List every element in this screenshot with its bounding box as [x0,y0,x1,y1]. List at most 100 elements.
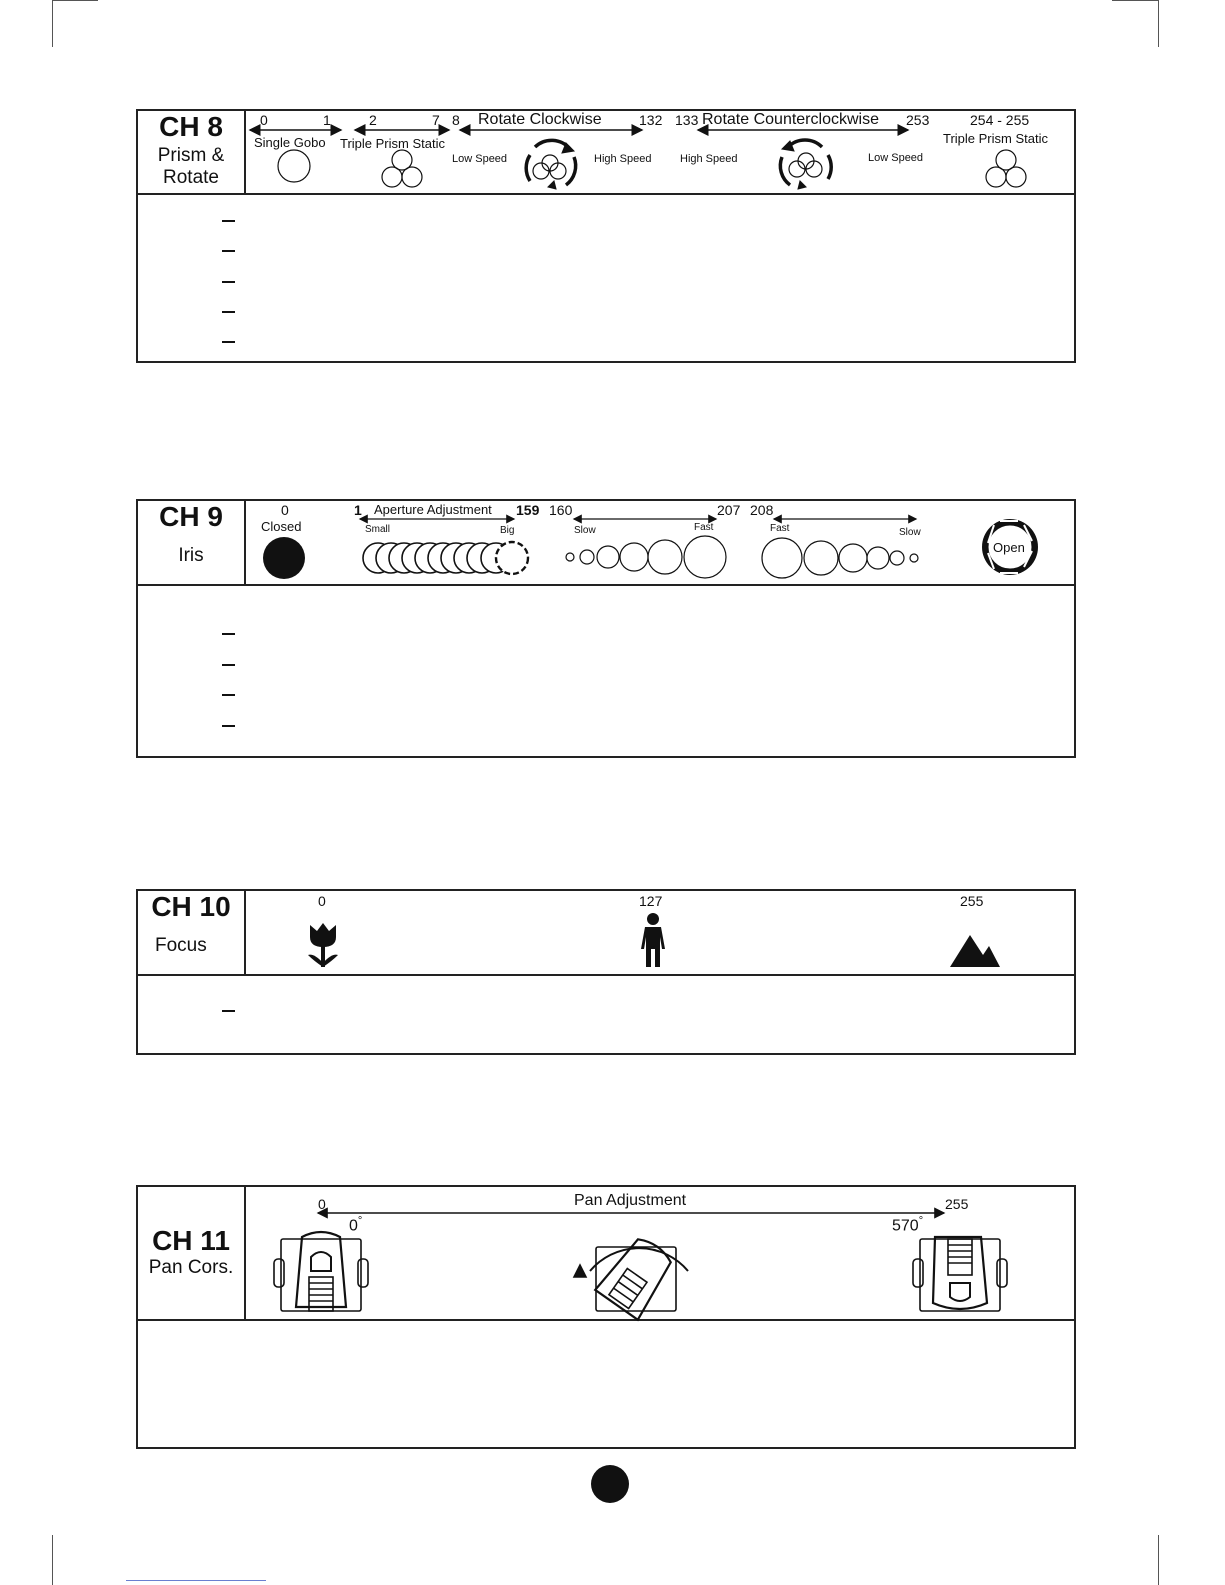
ch9-channel-title: CH 9 [159,501,223,532]
ch8-triple-static-label-1: Triple Prism Static [340,136,445,151]
ch9-open-iris-icon [982,519,1038,575]
crop-mark-bottom-right-v [1158,1535,1159,1585]
ch9-pulse-slow-fast-circles [565,535,727,579]
crop-mark-bottom-left-v [52,1535,53,1585]
crop-mark-top-right-h [1112,0,1158,1]
ch9-entry-dash-3 [222,694,235,696]
crop-mark-top-left-v [52,0,53,47]
ch8-entry-dash-2 [222,250,235,252]
ch10-value-127: 127 [639,893,663,909]
ch11-value-255: 255 [945,1196,969,1212]
ch11-value-0: 0 [318,1196,326,1212]
ch10-label-cell: CH 10 Focus [138,891,246,974]
ch10-header-row: CH 10 Focus 0 127 255 [138,891,1074,976]
ch8-value-1: 1 [323,112,331,128]
ch8-value-2: 2 [369,112,377,128]
ch8-value-8: 8 [452,112,460,128]
person-icon [641,913,665,967]
ch11-channel-title: CH 11 [152,1225,230,1256]
ch8-triple-prism-icon-1 [381,149,423,188]
ch9-small-label: Small [365,524,391,535]
ch11-degree-start: 0° [349,1215,363,1235]
ch8-high-speed-label-1: High Speed [594,153,652,165]
ch8-channel-title: CH 8 [159,111,223,142]
ch10-entry-dash-1 [222,1010,235,1012]
moving-head-icon-start [273,1230,369,1312]
ch9-label-cell: CH 9 Iris [138,501,246,584]
ch9-value-159: 159 [516,502,540,518]
ch8-rotate-clockwise-label: Rotate Clockwise [478,111,602,128]
ch9-value-160: 160 [549,502,573,518]
ch11-header-row: CH 11 Pan Cors. 0 Pan Adjustment 255 0° … [138,1187,1074,1322]
ch8-rotate-counterclockwise-icon [778,138,833,190]
ch9-aperture-shutter-icons [362,540,530,576]
ch11-panel: CH 11 Pan Cors. 0 Pan Adjustment 255 0° … [136,1185,1076,1449]
ch9-panel: CH 9 Iris 0 Closed 1 Aperture Adjustment… [136,499,1076,758]
ch9-value-208: 208 [750,502,774,518]
ch8-low-speed-label-1: Low Speed [452,153,508,165]
ch11-pan-adjustment-label: Pan Adjustment [574,1192,687,1209]
ch8-value-132: 132 [639,112,663,128]
ch9-header-row: CH 9 Iris 0 Closed 1 Aperture Adjustment… [138,501,1074,586]
ch8-function-line2: Rotate [163,167,219,188]
ch8-single-gobo-circle [277,149,311,183]
mountain-icon [950,935,1000,967]
ch10-value-255: 255 [960,893,984,909]
flower-icon [308,923,338,967]
ch8-value-254-255: 254 - 255 [970,112,1030,128]
ch9-diagram [263,514,1038,579]
ch9-function-label: Iris [178,545,204,566]
ch8-high-speed-label-2: High Speed [680,153,738,165]
ch8-triple-prism-icon-2 [985,149,1027,188]
ch8-rotate-clockwise-icon [524,138,578,190]
ch10-value-0: 0 [318,893,326,909]
ch8-entry-dash-3 [222,281,235,283]
moving-head-icon-rotating [572,1238,689,1322]
ch8-entry-dash-5 [222,341,235,343]
ch9-big-label: Big [500,525,515,536]
footer-underline [126,1580,266,1581]
ch8-value-0: 0 [260,112,268,128]
ch9-pulse-fast-slow-circles [761,537,919,579]
ch8-header-row: CH 8 Prism & Rotate 0 1 2 7 8 Rotate Clo… [138,111,1074,195]
page-number-dot [591,1465,629,1503]
ch9-closed-label: Closed [261,519,302,534]
ch8-value-133: 133 [675,112,699,128]
crop-mark-top-right-v [1158,0,1159,47]
ch9-fast-label-2: Fast [770,523,790,534]
ch8-value-253: 253 [906,112,930,128]
ch9-value-0: 0 [281,502,289,518]
ch9-slow-label-2: Slow [899,527,921,538]
ch9-entry-dash-1 [222,633,235,635]
ch8-function-line1: Prism & [157,145,225,166]
crop-mark-top-left-h [52,0,98,1]
ch10-panel: CH 10 Focus 0 127 255 [136,889,1076,1055]
ch8-value-7: 7 [432,112,440,128]
ch8-entry-dash-1 [222,220,235,222]
ch9-fast-label-1: Fast [694,522,714,533]
ch8-label-cell: CH 8 Prism & Rotate [138,111,246,193]
ch11-degree-end: 570° [892,1215,924,1235]
ch9-open-label: Open [993,540,1025,555]
ch8-rotate-counterclockwise-label: Rotate Counterclockwise [702,111,879,128]
ch9-closed-iris-icon [263,537,305,579]
ch11-function-label: Pan Cors. [148,1257,234,1278]
ch10-diagram [308,913,1000,967]
ch8-triple-static-label-2: Triple Prism Static [943,131,1048,146]
ch8-panel: CH 8 Prism & Rotate 0 1 2 7 8 Rotate Clo… [136,109,1076,363]
ch9-entry-dash-2 [222,664,235,666]
ch9-entry-dash-4 [222,725,235,727]
ch9-value-207: 207 [717,502,741,518]
ch8-entry-dash-4 [222,311,235,313]
ch9-value-1: 1 [354,502,362,518]
ch8-diagram [248,124,1027,190]
ch9-aperture-adjustment-label: Aperture Adjustment [374,502,492,517]
ch11-label-cell: CH 11 Pan Cors. [138,1187,246,1319]
ch10-function-label: Focus [155,935,207,956]
moving-head-icon-end [912,1235,1008,1312]
ch11-diagram [273,1207,1008,1322]
ch8-single-gobo-label: Single Gobo [254,135,326,150]
ch10-channel-title: CH 10 [151,891,231,922]
ch9-slow-label-1: Slow [574,525,596,536]
ch8-low-speed-label-2: Low Speed [868,152,924,164]
